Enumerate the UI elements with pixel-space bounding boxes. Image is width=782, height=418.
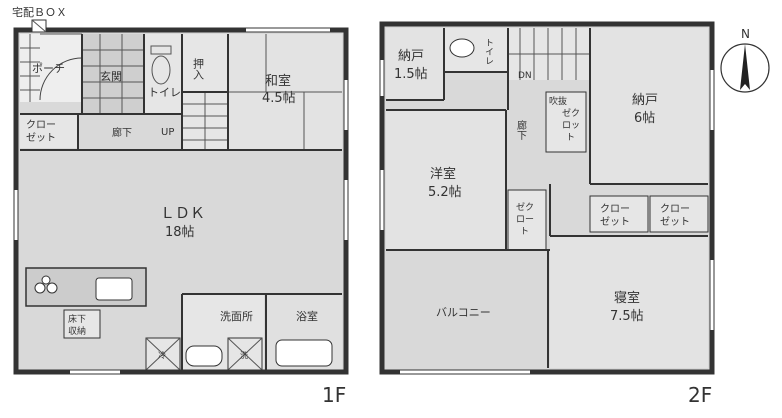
washitsu-size-label: 4.5帖 xyxy=(262,91,296,106)
floor-2-label: 2F xyxy=(688,383,712,407)
fukinuke-label-2: ゼク xyxy=(562,107,580,119)
ldk-label: ＬＤＫ xyxy=(160,204,205,222)
shinshitsu xyxy=(550,236,708,368)
ldk-size-label: 18帖 xyxy=(165,225,195,240)
nando-small-size-label: 1.5帖 xyxy=(394,67,428,82)
fukinuke-label-1: 吹抜 xyxy=(549,95,567,107)
compass-north-label: N xyxy=(741,27,750,41)
youshitsu-label: 洋室 xyxy=(430,166,456,182)
underfloor-storage xyxy=(63,309,101,339)
balcony xyxy=(386,254,548,368)
floor-1-windows xyxy=(14,28,348,374)
genkan-tiles xyxy=(82,34,144,114)
nando-large-label: 納戸 xyxy=(632,93,658,108)
closet-2f-a xyxy=(589,195,649,233)
compass-needle-icon xyxy=(740,44,750,90)
corridor-1f-label: 廊下 xyxy=(112,126,132,139)
genkan xyxy=(82,34,144,114)
underfloor-label-line2: 収納 xyxy=(68,325,86,337)
washitsu-label: 和室 xyxy=(265,73,291,89)
stairs-down-label: DN xyxy=(518,71,532,81)
youshitsu-closet-label-1: ゼク xyxy=(516,201,534,213)
floor-1-label: 1F xyxy=(322,383,346,407)
toilet-1f-label: トイレ xyxy=(148,86,181,99)
compass: N xyxy=(720,27,770,93)
youshitsu-closet-label-3: ト xyxy=(520,227,529,237)
closet-1f-label-line1: クロー xyxy=(26,119,56,131)
youshitsu-closet-label-2: ロー xyxy=(516,215,534,225)
takuhai-box-label: 宅配ＢＯＸ xyxy=(12,5,67,19)
stove-icon xyxy=(34,275,58,294)
oshiire-label: 押入 xyxy=(192,57,205,80)
closet-2f-a-label-2: ゼット xyxy=(600,216,630,228)
closet-2f-b xyxy=(649,195,709,233)
toilet-2f-label: トイレ xyxy=(483,38,494,65)
toilet-1f xyxy=(144,34,182,114)
youshitsu xyxy=(386,110,506,250)
fukinuke-label-4: ト xyxy=(566,133,575,143)
closet-2f-b-label-2: ゼット xyxy=(660,216,690,228)
shinshitsu-size-label: 7.5帖 xyxy=(610,309,644,324)
porch-tiles xyxy=(20,33,82,102)
ldk xyxy=(20,155,342,270)
porch-door-arc xyxy=(39,57,83,101)
tatami-lines xyxy=(228,34,342,150)
oshiire xyxy=(183,34,228,92)
underfloor-label-line1: 床下 xyxy=(68,313,86,325)
shinshitsu-label: 寝室 xyxy=(614,290,640,306)
closet-1f xyxy=(20,114,78,148)
balcony-label: バルコニー xyxy=(436,306,491,319)
washbasin-icon xyxy=(185,345,223,367)
floor-1-interior-walls xyxy=(20,34,342,370)
youshitsu-size-label: 5.2帖 xyxy=(428,185,462,200)
washer-label: 洗 xyxy=(240,350,248,360)
nando-large-size-label: 6帖 xyxy=(634,111,655,126)
nando-small xyxy=(386,28,444,100)
porch-label: ポーチ xyxy=(32,62,65,75)
washroom-label: 洗面所 xyxy=(220,310,253,323)
corridor-1f xyxy=(78,114,183,150)
bathtub-icon xyxy=(275,339,333,367)
toilet-bowl-1f-icon xyxy=(151,55,171,85)
closet-2f-b-label-1: クロー xyxy=(660,203,690,215)
toilet-bowl-2f-icon xyxy=(449,38,475,58)
fridge-label: 冷 xyxy=(158,350,166,360)
sink-icon xyxy=(95,277,133,301)
corridor-2f-label: 廊下 xyxy=(515,119,527,141)
stairs-1f-lines xyxy=(183,92,228,150)
closet-1f-label-line2: ゼット xyxy=(26,132,56,144)
stairs-2f-lines xyxy=(508,28,590,80)
fridge-cross-b xyxy=(145,337,181,371)
genkan-label: 玄関 xyxy=(100,69,122,83)
toilet-tank-1f-icon xyxy=(150,45,172,55)
takuhai-box-icon-cross xyxy=(31,19,47,33)
stairs-up-label: UP xyxy=(161,127,174,138)
floor-2-interior-walls xyxy=(386,28,708,368)
floor-1: 宅配ＢＯＸ ポーチ 玄関 トイレ 押入 和室 4.5帖 クロー ゼット 廊下 U… xyxy=(12,5,349,407)
closet-2f-a-label-1: クロー xyxy=(600,203,630,215)
fukinuke-label-3: ロッ xyxy=(562,121,580,131)
nando-small-label: 納戸 xyxy=(398,49,424,64)
floor-2: 納戸 1.5帖 トイレ DN 納戸 6帖 吹抜 ゼク ロッ ト 廊下 洋室 5.… xyxy=(379,21,715,407)
bathroom-label: 浴室 xyxy=(296,309,318,323)
nando-large xyxy=(590,28,708,184)
washer-cross-b xyxy=(227,337,263,371)
floor-2-windows xyxy=(380,60,714,374)
fukinuke-closet xyxy=(545,91,587,153)
